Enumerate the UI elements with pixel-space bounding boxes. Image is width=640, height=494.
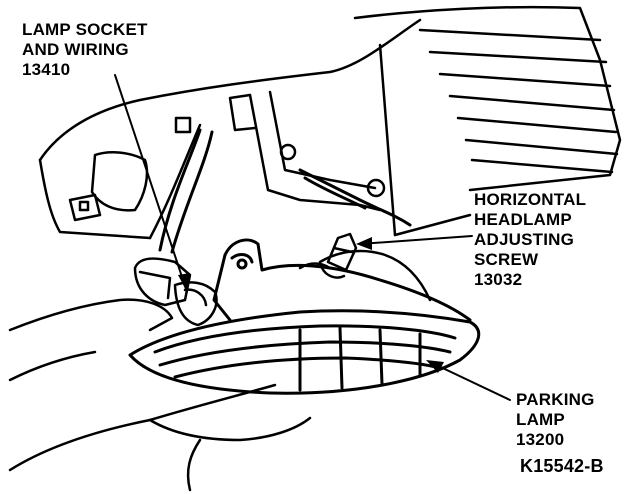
parking-lamp-body <box>128 238 481 395</box>
parking-lamp-part-number: 13200 <box>516 430 565 449</box>
adjusting-screw-label-line1: HORIZONTAL <box>474 190 587 209</box>
parking-lamp-label-line2: LAMP <box>516 410 565 429</box>
leader-arrowheads <box>178 237 444 373</box>
leader-lines <box>114 74 511 401</box>
headlamp-housing <box>353 5 622 237</box>
lamp-socket-part-number: 13410 <box>22 60 71 79</box>
hands <box>8 249 432 492</box>
adjusting-screw-part-number: 13032 <box>474 270 523 289</box>
adjusting-screw-label-line2: HEADLAMP <box>474 210 572 229</box>
vehicle-front-body <box>38 18 422 240</box>
parking-lamp-label-line1: PARKING <box>516 390 595 409</box>
parking-lamp-label: PARKING LAMP 13200 <box>516 390 595 450</box>
lamp-socket-label-line2: AND WIRING <box>22 40 129 59</box>
adjusting-screw-label-line4: SCREW <box>474 250 539 269</box>
figure-id: K15542-B <box>520 456 604 476</box>
figure-id-text: K15542-B <box>520 456 604 476</box>
lamp-socket-label-line1: LAMP SOCKET <box>22 20 148 39</box>
adjusting-screw-label-line3: ADJUSTING <box>474 230 575 249</box>
lamp-socket <box>133 257 218 327</box>
lamp-socket-label: LAMP SOCKET AND WIRING 13410 <box>22 20 148 80</box>
wire-harness <box>158 128 412 254</box>
adjusting-screw-label: HORIZONTAL HEADLAMP ADJUSTING SCREW 1303… <box>474 190 586 290</box>
